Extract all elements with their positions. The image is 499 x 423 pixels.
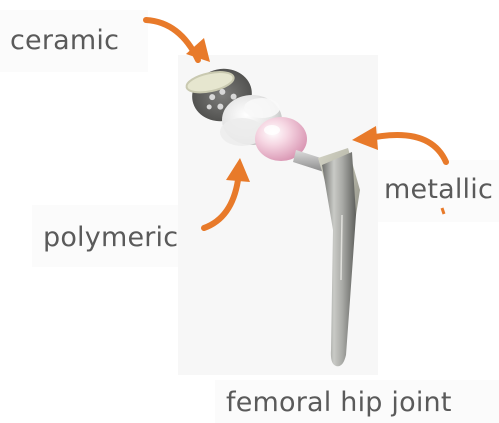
label-ceramic: ceramic [10,27,119,54]
curved-arrow-icon [442,208,444,214]
stem-groove [341,215,342,280]
curved-arrow-icon [370,135,446,162]
caption-femoral-hip-joint: femoral hip joint [226,389,452,416]
label-metallic: metallic [384,176,493,203]
label-polymeric: polymeric [43,224,178,251]
